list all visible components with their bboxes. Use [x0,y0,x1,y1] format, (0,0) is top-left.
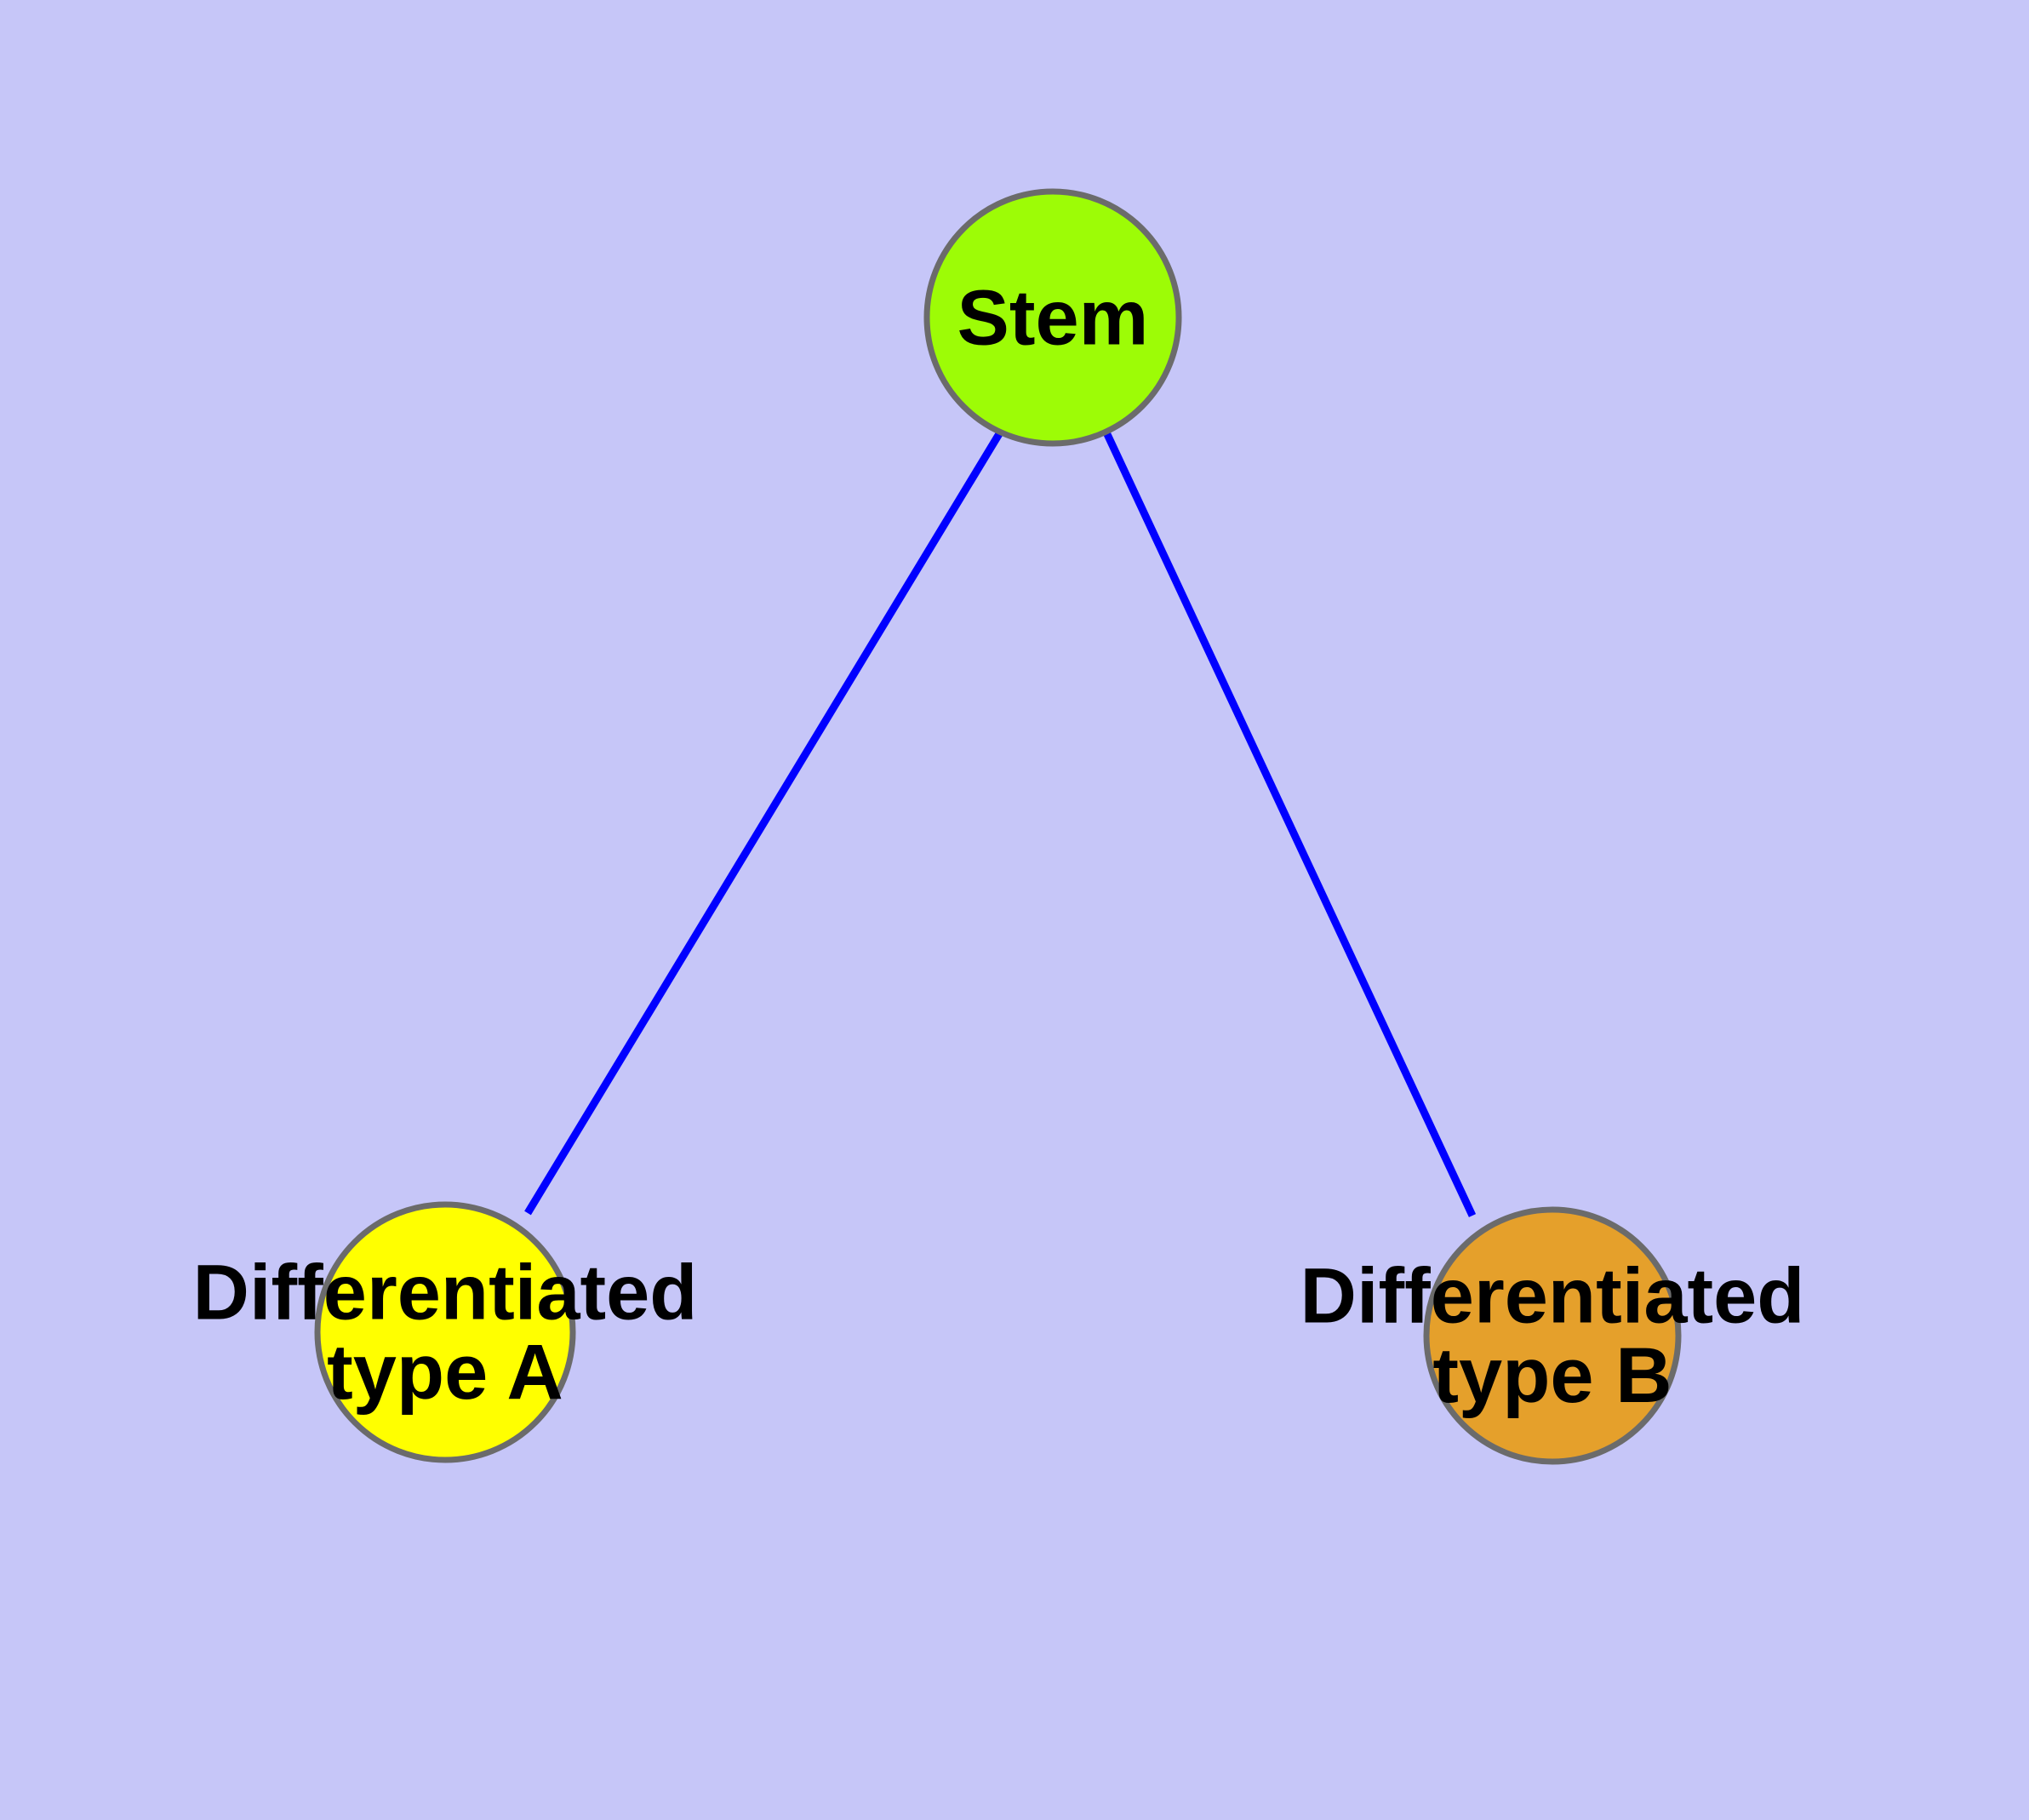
edge-stem-to-differentiated-a[interactable] [524,430,1003,1216]
node-label-line: Stem [957,274,1149,361]
node-stem[interactable] [923,188,1182,447]
node-differentiated-type-b[interactable] [1423,1206,1682,1465]
node-label-stem: Stem [957,274,1149,361]
edges-group [524,430,1477,1217]
edge-stem-to-differentiated-b[interactable] [1102,431,1477,1217]
node-label-line: type A [327,1329,563,1416]
node-label-line: Differentiated [193,1249,698,1336]
node-label-line: type B [1432,1332,1672,1419]
nodes-group [314,188,1682,1465]
node-label-line: Differentiated [1300,1252,1805,1339]
node-differentiated-type-a[interactable] [314,1201,576,1463]
